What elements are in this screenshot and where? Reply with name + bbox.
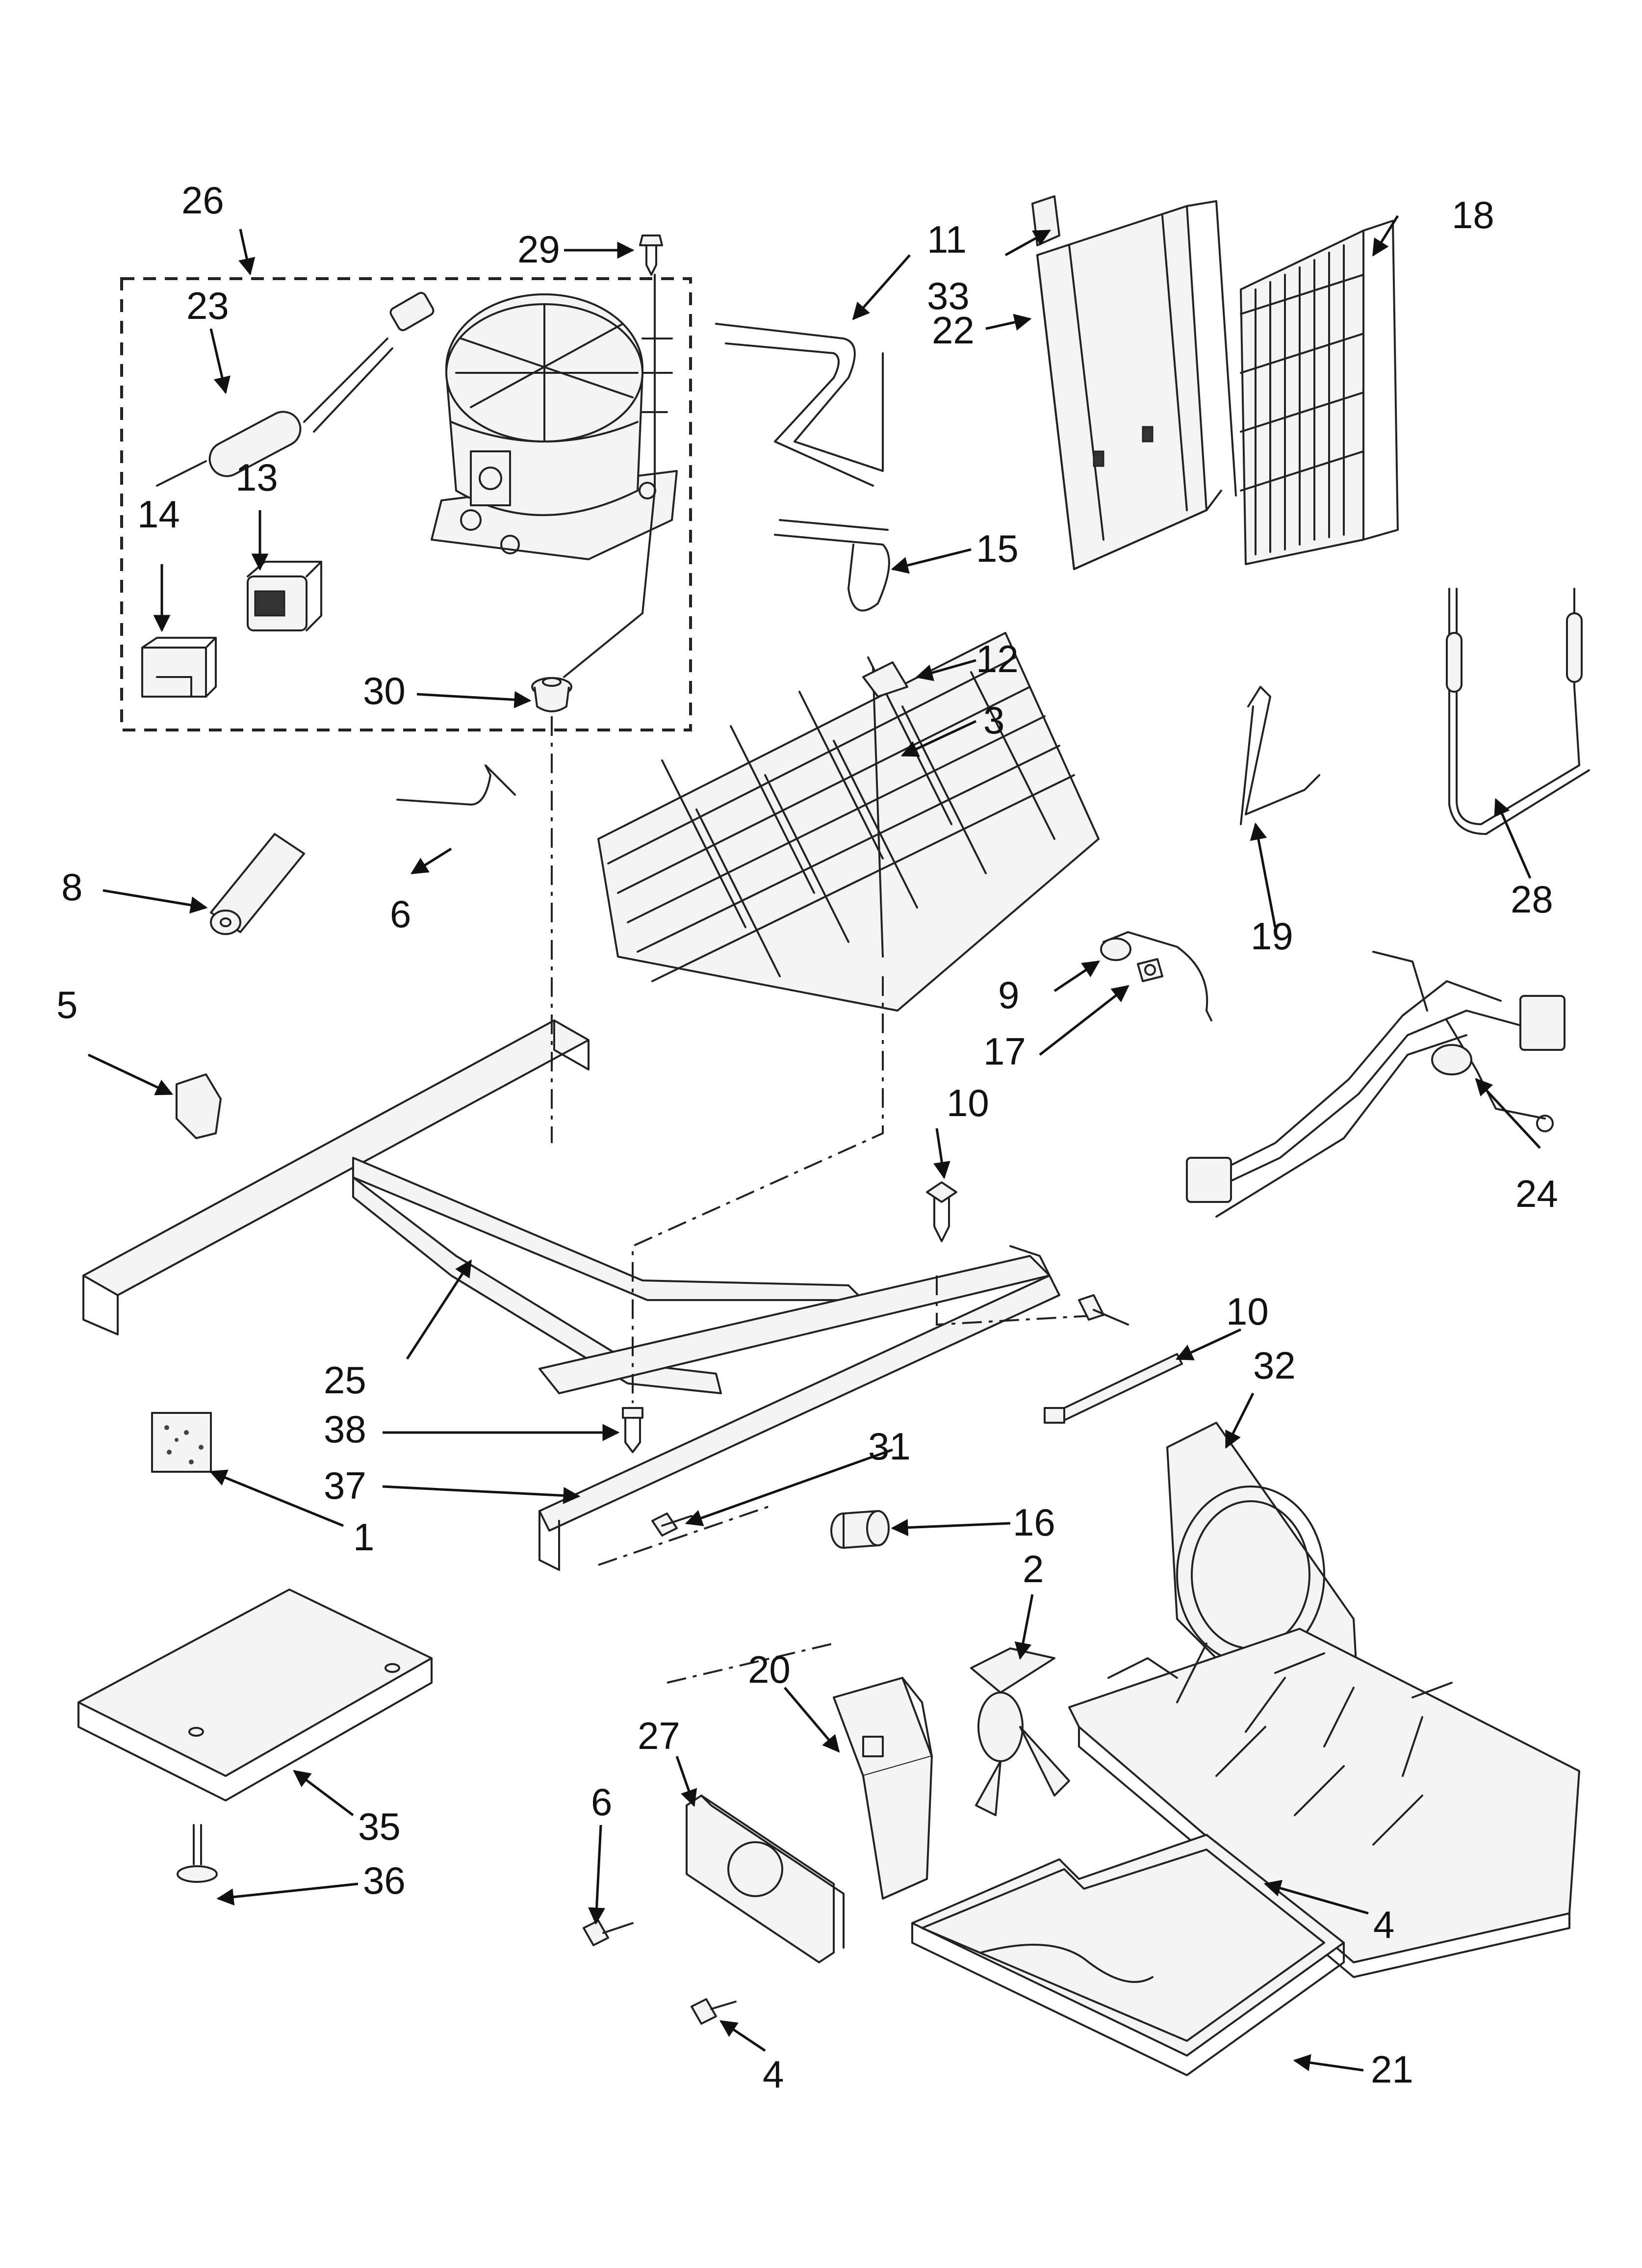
condenser [1240, 220, 1399, 565]
callout-1: 1 [353, 1515, 374, 1559]
evaporator-clip [862, 661, 908, 698]
callout-22: 21 [1371, 2048, 1413, 2091]
insulation-sleeve [210, 833, 305, 935]
callout-18: 17 [983, 1030, 1026, 1073]
callout-21: 20 [748, 1648, 791, 1691]
callout-labels: 26 23 13 14 29 30 11 33 22 18 15 12 3 6 … [56, 179, 1558, 2096]
callout-38: 38 [324, 1408, 366, 1451]
fan-motor [833, 1677, 933, 1900]
filter-drier [156, 292, 435, 487]
screw-38 [622, 1407, 643, 1453]
callout-37: 37 [324, 1464, 366, 1507]
screw-11 [926, 1181, 957, 1242]
callout-28: 27 [638, 1714, 680, 1757]
overload-cover [141, 637, 217, 698]
motor-bracket [686, 1795, 845, 1963]
callout-23: 22 [932, 309, 975, 352]
callout-2: 2 [1023, 1547, 1044, 1590]
condenser-shroud [1036, 200, 1237, 570]
callout-11: 10 [947, 1081, 989, 1124]
callout-6-visible: 6 [591, 1780, 612, 1824]
wire-harness [1186, 951, 1565, 1218]
relay [247, 561, 322, 631]
callout-4-lower: 4 [763, 2053, 784, 2096]
leveling-leg [177, 1824, 218, 1883]
defrost-sensor [1100, 931, 1212, 1021]
grommet-17 [830, 1510, 890, 1549]
callout-27: 26 [181, 179, 224, 222]
wire-retainer [396, 764, 516, 806]
callout-31: 30 [363, 669, 406, 712]
callout-14: 13 [235, 456, 278, 499]
callout-29: 28 [1511, 878, 1553, 921]
fan-shroud [1068, 1422, 1580, 1978]
callout-16: 15 [976, 527, 1019, 570]
fan-blade [970, 1647, 1070, 1816]
base-frame [82, 1019, 1060, 1571]
compressor [431, 293, 678, 560]
evaporator [597, 632, 1100, 1012]
drain-pan [911, 1834, 1345, 2076]
callout-7: 6 [390, 892, 411, 936]
callout-26: 25 [324, 1358, 366, 1402]
tube-clip [774, 519, 890, 612]
callout-36: 36 [363, 1859, 406, 1902]
discharge-tube [715, 323, 884, 487]
capillary-tube-assembly [1446, 588, 1590, 835]
callout-3: 3 [983, 699, 1004, 742]
cable-tie [1044, 1353, 1183, 1424]
base-panel [77, 1589, 433, 1801]
mounting-screw [639, 235, 663, 276]
callout-33: 32 [1253, 1344, 1296, 1387]
callout-34: 33 [927, 274, 970, 317]
callout-32: 31 [868, 1425, 911, 1468]
screw-6 [583, 1920, 634, 1946]
callout-8: 8 [61, 865, 82, 909]
frame-bracket [176, 1073, 222, 1139]
callout-35: 35 [358, 1805, 401, 1848]
callout-30: 29 [517, 228, 560, 271]
screw-32 [651, 1512, 693, 1537]
leader-arrows [87, 215, 1541, 2072]
foam-pad [151, 1412, 212, 1473]
screw-side [1078, 1294, 1129, 1326]
callout-12: 11 [927, 218, 967, 261]
callout-15: 14 [137, 493, 180, 536]
screw-4-lower [691, 1998, 737, 2025]
callout-25: 24 [1515, 1172, 1558, 1215]
callout-10-visible: 10 [1226, 1290, 1269, 1333]
callout-17: 16 [1013, 1501, 1055, 1544]
callout-19: 18 [1452, 193, 1494, 236]
compressor-kit-boundary [120, 277, 692, 731]
grommet [531, 677, 572, 712]
callout-20: 19 [1251, 914, 1293, 958]
drain-tube [1240, 686, 1320, 825]
callout-13: 12 [976, 637, 1019, 680]
callout-9: 9 [998, 973, 1019, 1017]
callout-5: 5 [56, 983, 77, 1026]
callout-4-right: 4 [1373, 1903, 1394, 1946]
callout-24: 23 [186, 284, 229, 327]
